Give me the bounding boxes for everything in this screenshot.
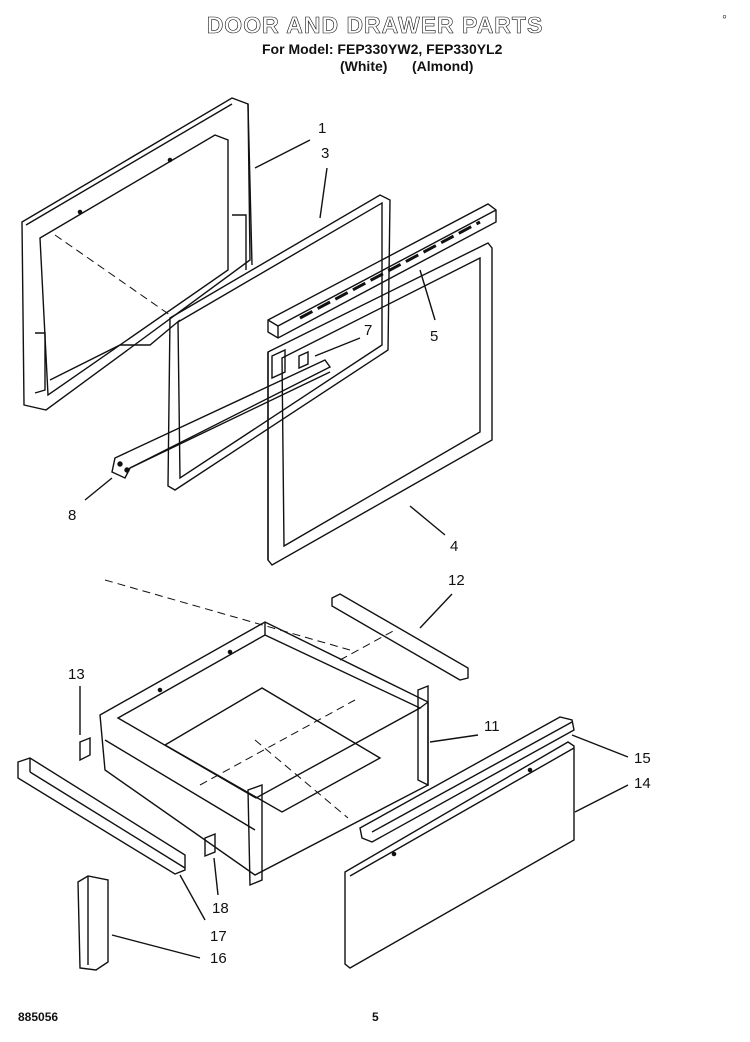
hinge-clip <box>298 350 309 370</box>
callout-8: 8 <box>68 507 77 524</box>
leader-lines <box>79 139 629 959</box>
callout-14: 14 <box>634 775 651 792</box>
callout-13: 13 <box>68 666 85 683</box>
callout-16: 16 <box>210 950 227 967</box>
alignment-lines <box>54 234 396 819</box>
drawer-clip-left <box>79 736 91 762</box>
door-liner-frame <box>267 242 493 566</box>
callout-17: 17 <box>210 928 227 945</box>
model-line: For Model: FEP330YW2, FEP330YL2 <box>262 41 503 57</box>
drawer-rear-strip <box>331 593 469 681</box>
door-glass <box>167 194 391 491</box>
corner-mark: ◦ <box>722 8 727 24</box>
callout-15: 15 <box>634 750 651 767</box>
drawer-glide-clip <box>204 832 216 858</box>
page-title: DOOR AND DRAWER PARTS <box>206 12 544 39</box>
variant-almond: (Almond) <box>412 58 474 74</box>
door-handle <box>111 348 332 479</box>
variant-white: (White) <box>340 58 388 74</box>
callout-1: 1 <box>318 120 327 137</box>
callout-4: 4 <box>450 538 459 555</box>
doc-number: 885056 <box>18 1010 59 1024</box>
callout-7: 7 <box>364 322 373 339</box>
drawer-front-panel <box>344 741 575 969</box>
callout-12: 12 <box>448 572 465 589</box>
drawer-top-trim <box>359 716 575 843</box>
callout-11: 11 <box>484 718 500 735</box>
drawer-side-rail <box>17 757 186 875</box>
callout-18: 18 <box>212 900 229 917</box>
callout-5: 5 <box>430 328 439 345</box>
outer-door-panel <box>21 97 253 411</box>
drawer-side-bracket <box>77 875 109 971</box>
page-number: 5 <box>372 1010 379 1024</box>
callout-3: 3 <box>321 145 330 162</box>
drawer-body <box>99 621 429 887</box>
vent-trim <box>267 203 497 339</box>
